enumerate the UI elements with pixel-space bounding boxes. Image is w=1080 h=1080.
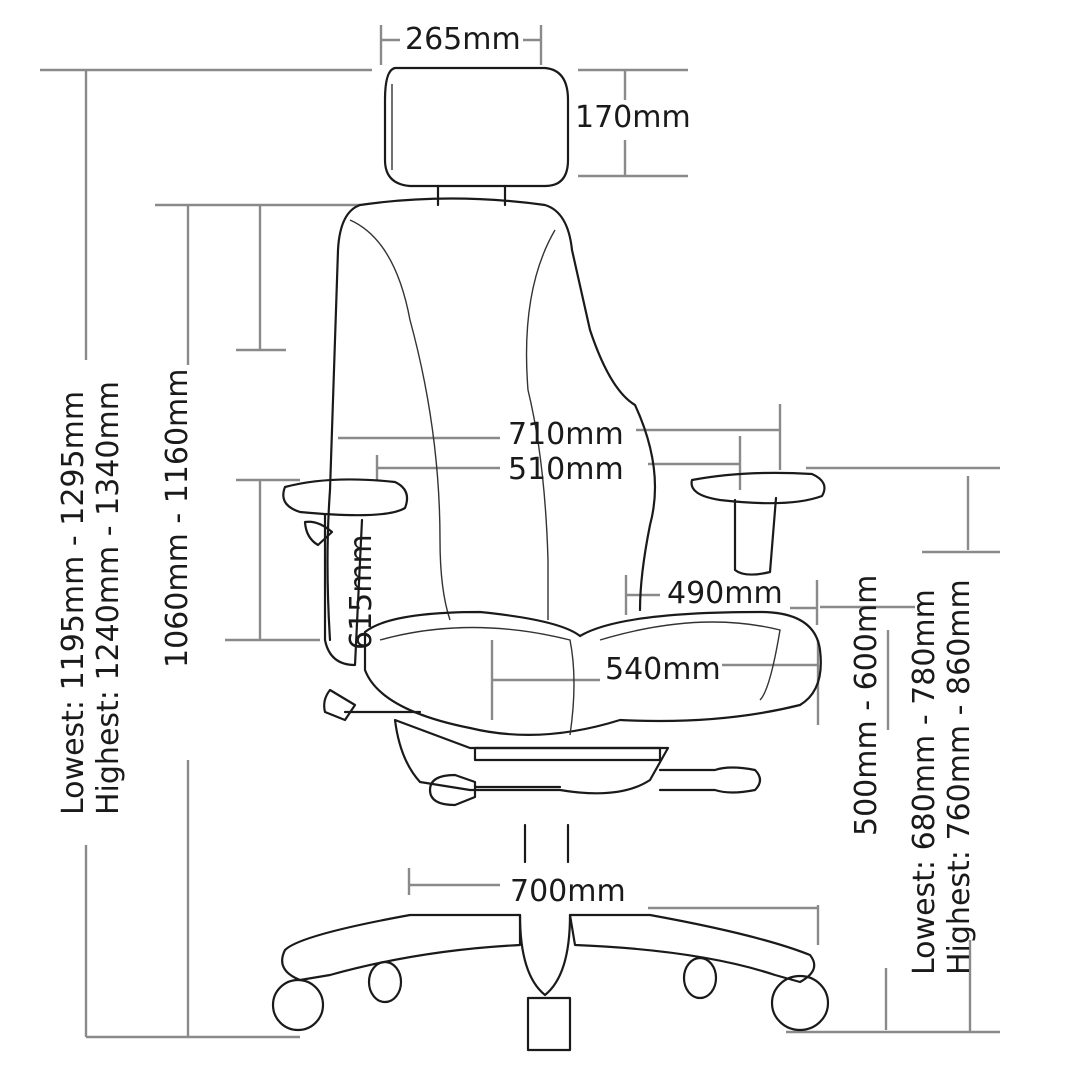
headrest-width-label: 265mm: [405, 22, 521, 57]
seat-width-label: 540mm: [605, 652, 721, 687]
backrest-outline: [358, 197, 657, 612]
headrest-outline: [383, 66, 570, 188]
back-height-label: 1060mm - 1160mm: [160, 368, 195, 669]
inner-width-label: 510mm: [508, 452, 624, 487]
base-left-arm: [281, 913, 522, 982]
seat-outline: [363, 610, 822, 736]
caster-front-center: [526, 996, 572, 1052]
headrest-height-label: 170mm: [575, 100, 691, 135]
arm-floor-height-label: Lowest: 680mm - 780mm Highest: 760mm - 8…: [907, 579, 977, 975]
overall-height-label: Lowest: 1195mm - 1295mm Highest: 1240mm …: [56, 381, 126, 815]
caster-back-left: [367, 960, 403, 1004]
seat-height-label: 500mm - 600mm: [849, 574, 884, 836]
caster-back-right: [682, 956, 718, 1000]
right-armrest-outline: [690, 471, 826, 505]
base-diameter-label: 700mm: [510, 874, 626, 909]
dimension-lines: [40, 25, 1000, 1039]
arm-height-label: 615mm: [344, 534, 379, 650]
seat-depth-label: 490mm: [667, 576, 783, 611]
chair-outline: [271, 66, 830, 1052]
left-armrest-outline: [282, 478, 409, 517]
caster-front-left: [271, 978, 325, 1032]
base-right-arm: [568, 913, 816, 984]
caster-front-right: [770, 974, 830, 1032]
overall-width-label: 710mm: [508, 417, 624, 452]
